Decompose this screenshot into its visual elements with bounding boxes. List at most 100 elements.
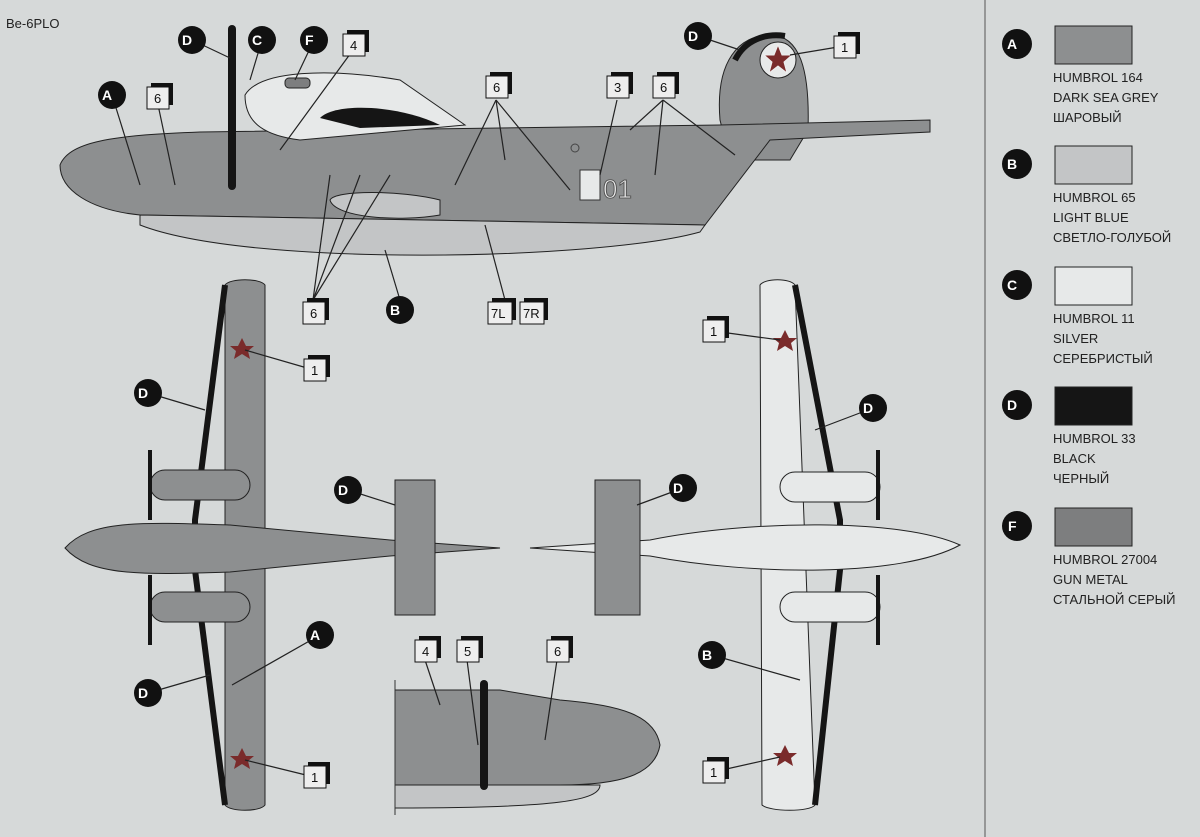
svg-text:B: B (390, 302, 400, 318)
paint-callout-a: A (306, 621, 334, 649)
paint-legend: A B C D F (1002, 25, 1133, 547)
bottom-tailplane (594, 479, 641, 616)
legend-entry-b: HUMBROL 65 LIGHT BLUE СВЕТЛО-ГОЛУБОЙ (1053, 188, 1171, 248)
legend-icon-d: D (1002, 390, 1032, 420)
svg-text:4: 4 (422, 644, 429, 659)
svg-text:6: 6 (310, 306, 317, 321)
swatch-f (1054, 507, 1133, 547)
legend-code: HUMBROL 27004 (1053, 552, 1158, 567)
svg-text:F: F (305, 32, 314, 48)
legend-entry-a: HUMBROL 164 DARK SEA GREY ШАРОВЫЙ (1053, 68, 1158, 128)
paint-callout-d: D (134, 379, 162, 407)
svg-text:A: A (1007, 36, 1017, 52)
svg-text:1: 1 (710, 765, 717, 780)
swatch-d (1054, 386, 1133, 426)
legend-name: DARK SEA GREY (1053, 90, 1159, 105)
swatch-a (1054, 25, 1133, 65)
svg-text:D: D (688, 28, 698, 44)
model-title: Be-6PLO (6, 16, 59, 31)
nose-detail-inset (394, 680, 661, 815)
svg-text:D: D (673, 480, 683, 496)
decal-callout-1: 1 (833, 32, 860, 59)
top-tailplane (394, 479, 436, 616)
legend-code: HUMBROL 65 (1053, 190, 1136, 205)
nacelle-intake (320, 107, 440, 128)
decal-callout-1: 1 (303, 355, 330, 382)
paint-callouts: A D C F D B D D A D D D B (98, 22, 887, 707)
legend-name-ru: ШАРОВЫЙ (1053, 110, 1122, 125)
paint-callout-d: D (134, 679, 162, 707)
svg-text:D: D (138, 385, 148, 401)
fuselage-side (59, 119, 931, 226)
decal-callout-1: 1 (702, 757, 729, 784)
decal-callouts: 4 6 6 3 6 1 6 7L 7R 1 1 4 5 6 1 1 (146, 30, 860, 789)
legend-name-ru: СВЕТЛО-ГОЛУБОЙ (1053, 230, 1172, 245)
bottom-view (529, 279, 962, 811)
svg-text:6: 6 (154, 91, 161, 106)
legend-icon-b: B (1002, 149, 1032, 179)
top-view (64, 279, 501, 811)
svg-text:B: B (1007, 156, 1017, 172)
svg-text:1: 1 (311, 770, 318, 785)
paint-callout-b: B (698, 641, 726, 669)
decal-callout-1: 1 (702, 316, 729, 343)
side-number: 01 (603, 174, 632, 204)
decal-callout-3: 3 (606, 72, 633, 99)
decal-callout-4: 4 (414, 636, 441, 663)
decal-callout-5: 5 (456, 636, 483, 663)
paint-callout-f: F (300, 26, 328, 54)
svg-text:1: 1 (841, 40, 848, 55)
decal-callout-6: 6 (302, 298, 329, 325)
svg-text:7L: 7L (491, 306, 505, 321)
fin-leading-edge (732, 32, 786, 62)
legend-name: LIGHT BLUE (1053, 210, 1129, 225)
decal-callout-6: 6 (652, 72, 679, 99)
legend-code: HUMBROL 11 (1053, 311, 1135, 326)
svg-text:7R: 7R (523, 306, 540, 321)
svg-text:A: A (310, 627, 320, 643)
svg-text:6: 6 (493, 80, 500, 95)
exhaust (284, 77, 311, 89)
paint-callout-d: D (859, 394, 887, 422)
paint-callout-d: D (178, 26, 206, 54)
svg-text:D: D (138, 685, 148, 701)
top-fuselage (64, 522, 501, 574)
float (329, 192, 441, 219)
paint-callout-c: C (248, 26, 276, 54)
decal-callout-6: 6 (546, 636, 573, 663)
decal-callout-1: 1 (303, 762, 330, 789)
legend-icon-a: A (1002, 29, 1032, 59)
legend-name: BLACK (1053, 451, 1096, 466)
legend-icon-c: C (1002, 270, 1032, 300)
bottom-fuselage (529, 524, 962, 571)
red-star-icon (759, 41, 797, 79)
legend-name: GUN METAL (1053, 572, 1128, 587)
svg-text:C: C (1007, 277, 1017, 293)
svg-text:1: 1 (710, 324, 717, 339)
svg-text:3: 3 (614, 80, 621, 95)
legend-entry-d: HUMBROL 33 BLACK ЧЕРНЫЙ (1053, 429, 1136, 489)
paint-callout-b: B (386, 296, 414, 324)
legend-entry-c: HUMBROL 11 SILVER СЕРЕБРИСТЫЙ (1053, 309, 1153, 369)
legend-icon-f: F (1002, 511, 1032, 541)
svg-text:D: D (182, 32, 192, 48)
hull-bottom (139, 214, 706, 256)
propeller (228, 25, 236, 190)
decal-callout-7r: 7R (519, 298, 548, 325)
svg-text:B: B (702, 647, 712, 663)
legend-name-ru: СТАЛЬНОЙ СЕРЫЙ (1053, 592, 1176, 607)
leader-lines (111, 35, 874, 778)
paint-callout-d: D (684, 22, 712, 50)
svg-text:4: 4 (350, 38, 357, 53)
legend-name: SILVER (1053, 331, 1099, 346)
decal-callout-6: 6 (146, 83, 173, 110)
legend-name-ru: ЧЕРНЫЙ (1053, 471, 1110, 486)
svg-text:A: A (102, 87, 112, 103)
decal-callout-7l: 7L (487, 298, 516, 325)
swatch-c (1054, 266, 1133, 306)
side-view: 01 (59, 25, 931, 256)
paint-callout-d: D (669, 474, 697, 502)
svg-text:F: F (1008, 518, 1017, 534)
legend-code: HUMBROL 164 (1053, 70, 1143, 85)
